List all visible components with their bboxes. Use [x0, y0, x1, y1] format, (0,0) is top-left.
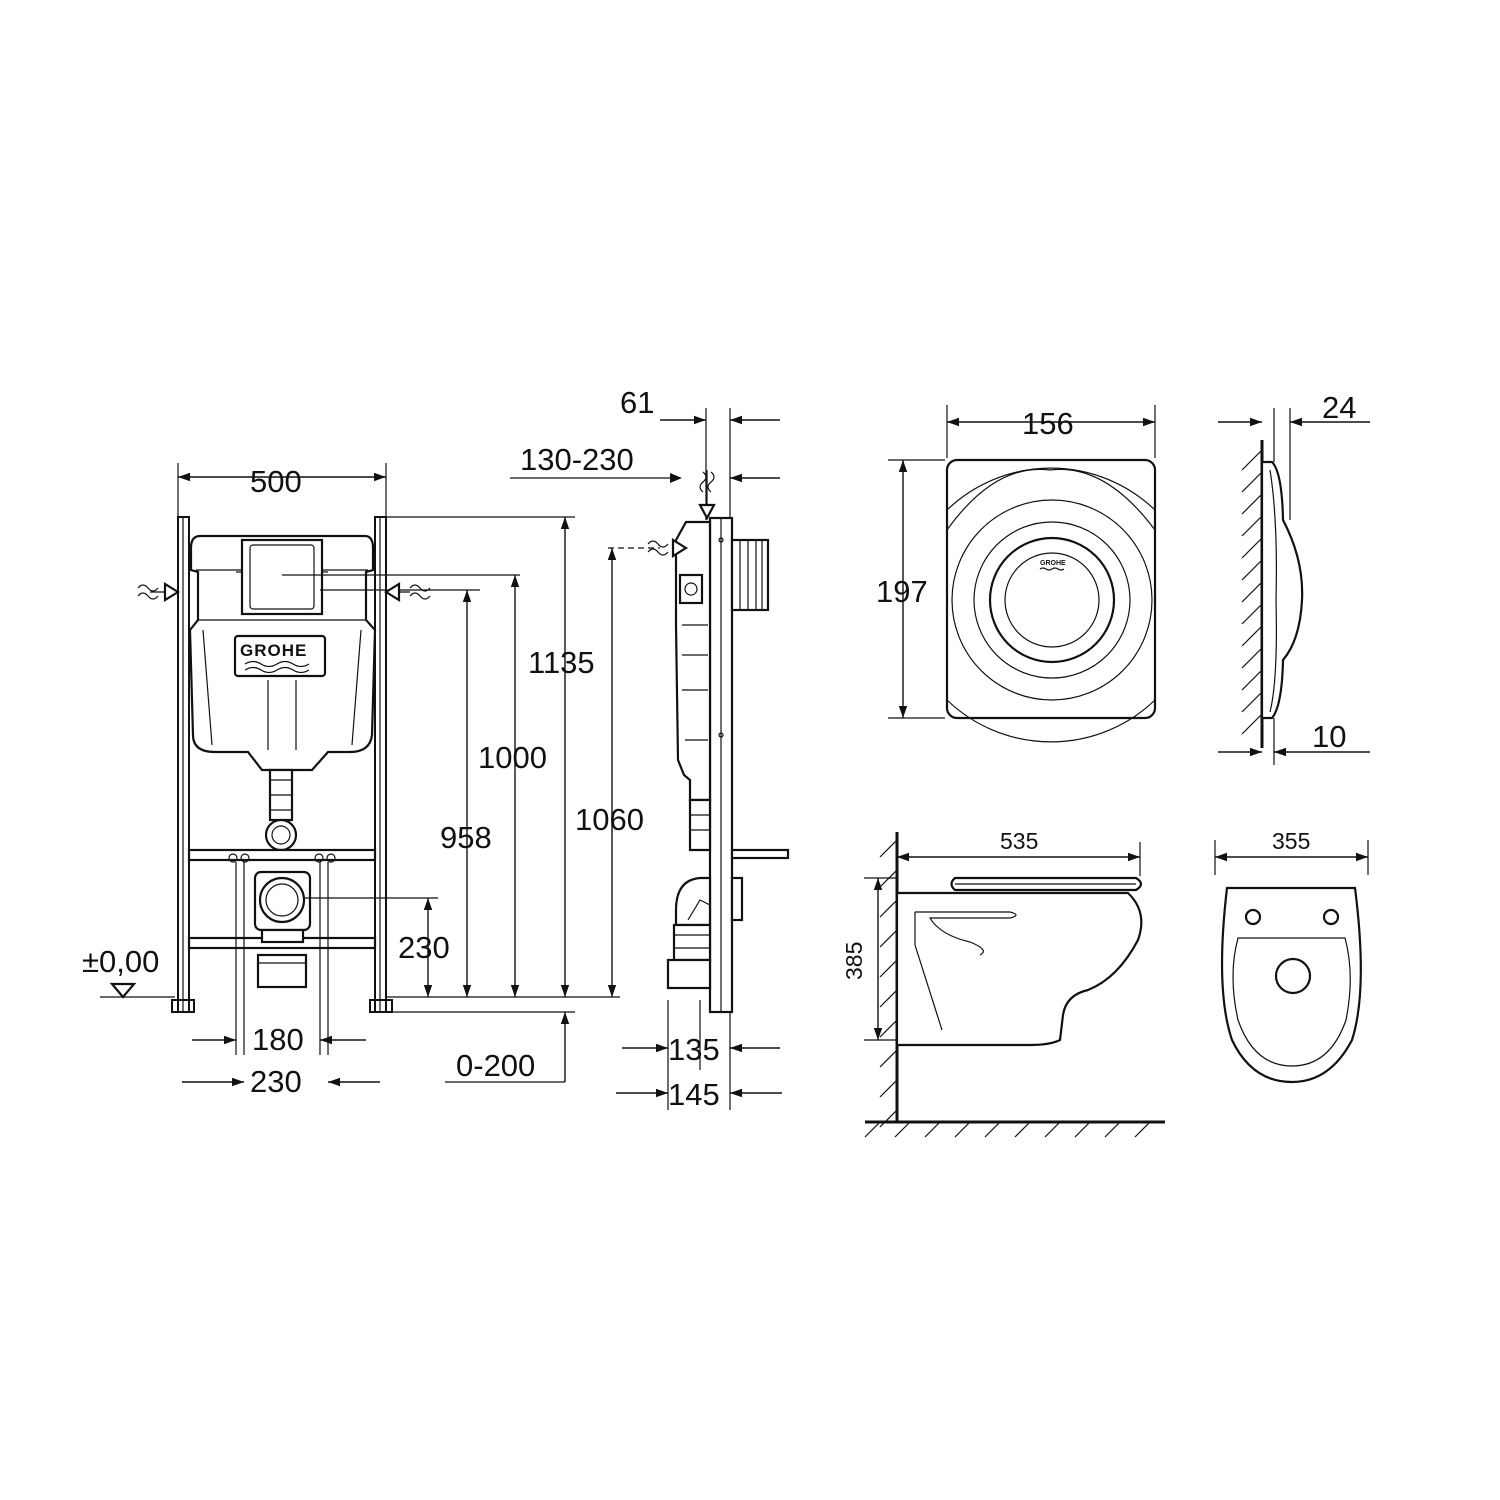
- toilet-bowl-side: [895, 891, 1143, 1047]
- dim-1060: 1060: [575, 802, 644, 837]
- dim-61: 61: [620, 385, 654, 420]
- dim-1135: 1135: [528, 645, 595, 680]
- dim-135: 135: [668, 1032, 720, 1067]
- dim-1000: 1000: [478, 740, 547, 775]
- dim-180: 180: [252, 1022, 304, 1057]
- dim-24: 24: [1322, 390, 1356, 425]
- dim-500: 500: [250, 464, 302, 499]
- front-view: GROHE: [82, 463, 620, 1099]
- dim-156: 156: [1022, 406, 1074, 441]
- flush-plate-side: 24 10: [1218, 390, 1370, 765]
- plate-profile: [1260, 460, 1304, 720]
- inlet-valve: [678, 573, 704, 605]
- dim-385: 385: [841, 942, 867, 980]
- flush-plate-front: GROHE 156 197: [876, 405, 1157, 743]
- plate-logo: GROHE: [1040, 560, 1066, 567]
- flush-opening: [240, 538, 324, 616]
- dim-535: 535: [1000, 828, 1038, 854]
- toilet-side-view: 535 385: [841, 828, 1165, 1138]
- dim-230-height: 230: [398, 930, 450, 965]
- dim-145: 145: [668, 1077, 720, 1112]
- logo-text: GROHE: [240, 641, 307, 660]
- dim-0-200: 0-200: [456, 1048, 535, 1083]
- drain-hole: [1274, 957, 1312, 995]
- dim-197: 197: [876, 574, 928, 609]
- toilet-top-view: 355: [1214, 828, 1369, 1084]
- bracket-arm: [730, 848, 790, 860]
- dim-958: 958: [440, 820, 492, 855]
- dim-130-230: 130-230: [520, 442, 634, 477]
- flush-button: [988, 536, 1116, 664]
- side-view: 61 130-230 1060 135 145: [510, 385, 790, 1112]
- zero-level-label: ±0,00: [82, 944, 159, 979]
- dim-230-width: 230: [250, 1064, 302, 1099]
- dim-355: 355: [1272, 828, 1310, 854]
- cistern-side: [674, 520, 712, 802]
- dim-10: 10: [1312, 719, 1346, 754]
